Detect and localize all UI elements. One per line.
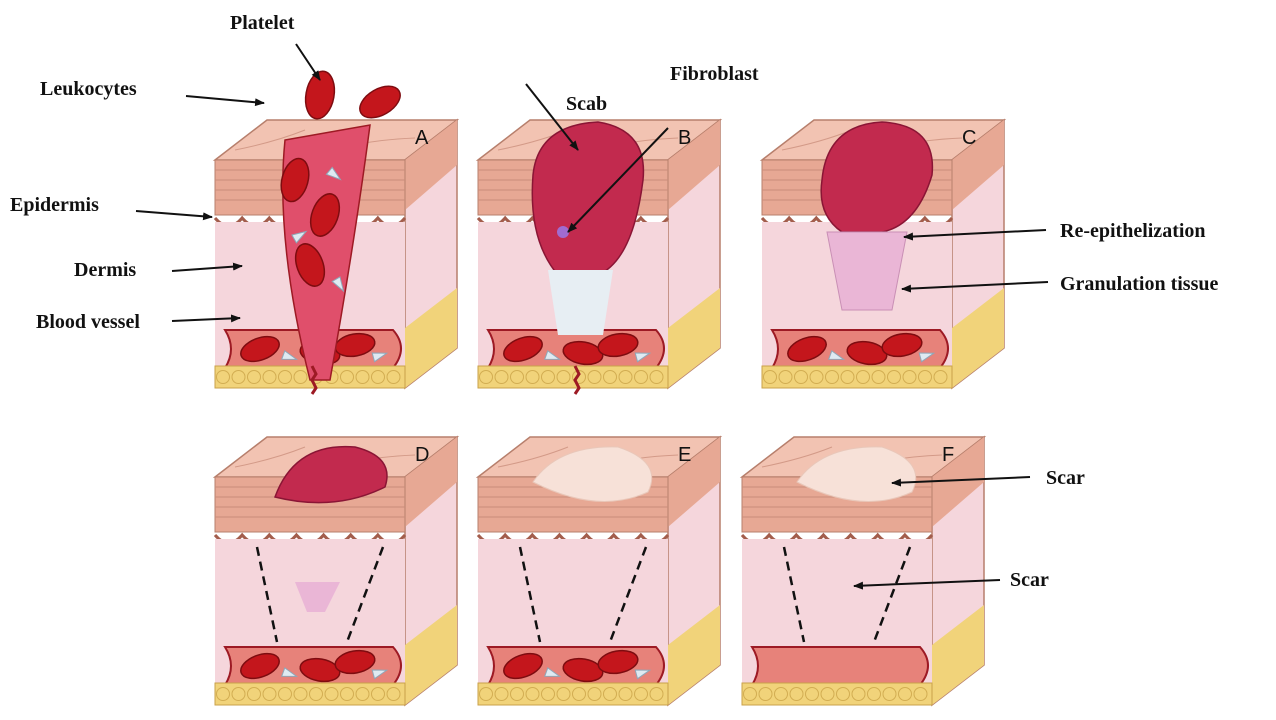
panel-d: D [215, 437, 457, 705]
scab-label: Scab [566, 93, 607, 115]
epidermis-arrow [136, 211, 212, 217]
scar-top-label: Scar [1046, 467, 1085, 489]
panel-letter: F [942, 444, 954, 466]
leukocytes-label: Leukocytes [40, 78, 137, 100]
panels-layer: A B C D E F [215, 69, 1004, 705]
leukocyte-cluster [548, 270, 613, 335]
scar-bottom-label: Scar [1010, 569, 1049, 591]
panel-f: F [742, 437, 984, 705]
red-blood-cell [302, 69, 338, 121]
panel-b: B [478, 120, 720, 394]
platelet-label: Platelet [230, 12, 295, 34]
panel-letter: A [415, 127, 429, 149]
panel-a: A [215, 69, 457, 394]
panel-c: C [762, 120, 1004, 388]
granulation-tissue-label: Granulation tissue [1060, 273, 1218, 295]
epidermis-label: Epidermis [10, 194, 99, 216]
panel-letter: B [678, 127, 691, 149]
leukocytes-arrow [186, 96, 264, 103]
dermis-label: Dermis [74, 259, 136, 281]
dermis-layer [478, 539, 668, 644]
fibroblast-cell [557, 226, 569, 238]
panel-letter: C [962, 127, 976, 149]
red-blood-cell [354, 80, 405, 125]
panel-e: E [478, 437, 720, 705]
fibroblast-label: Fibroblast [670, 63, 759, 85]
re-epithelization-label: Re-epithelization [1060, 220, 1206, 242]
blood-vessel-label: Blood vessel [36, 311, 140, 333]
dermis-layer [742, 539, 932, 644]
platelet-arrow [296, 44, 320, 80]
panel-letter: E [678, 444, 691, 466]
blood-vessel [752, 647, 928, 685]
panel-letter: D [415, 444, 429, 466]
